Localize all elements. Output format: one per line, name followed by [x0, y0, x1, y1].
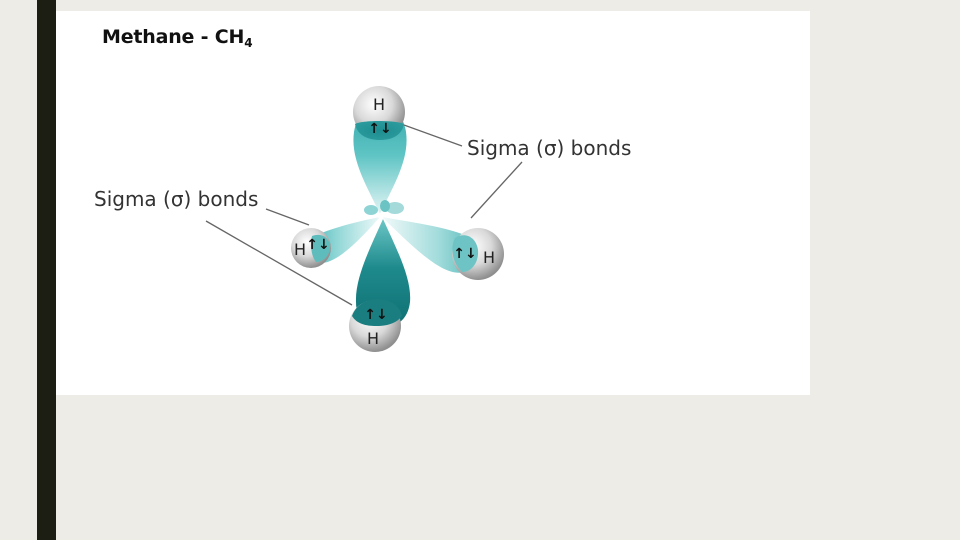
electron-pair-right: ↑↓ [453, 246, 476, 262]
overlap-region-right [452, 235, 479, 272]
overlap-region-top [355, 121, 404, 140]
orbital-back-lobe-left [364, 205, 378, 215]
leader-line-left-lower [205, 220, 353, 306]
hydrogen-label-bottom: H [367, 329, 379, 348]
slide-accent-bar [37, 0, 56, 540]
hydrogen-label-left: H [294, 240, 306, 259]
title-main: Methane - CH [102, 26, 245, 48]
slide-content-card [56, 11, 810, 395]
electron-pair-bottom: ↑↓ [364, 307, 387, 323]
title-subscript: 4 [244, 36, 253, 50]
hydrogen-label-top: H [373, 95, 385, 114]
orbital-back-lobe-right [386, 202, 404, 214]
slide-title: Methane - CH4 [102, 26, 253, 50]
leader-line-right [470, 161, 523, 219]
electron-pair-left: ↑↓ [306, 237, 329, 253]
orbital-lobe-right [382, 217, 476, 273]
overlap-region-left [311, 234, 331, 262]
hydrogen-label-right: H [483, 248, 495, 267]
sigma-bonds-label-left: Sigma (σ) bonds [94, 187, 258, 211]
leader-line-left-upper [265, 208, 310, 226]
carbon-nucleus [378, 213, 384, 219]
orbital-back-lobe-center [380, 200, 390, 212]
electron-pair-top: ↑↓ [368, 121, 391, 137]
sigma-bonds-label-right: Sigma (σ) bonds [467, 136, 631, 160]
leader-line-top [403, 124, 463, 147]
overlap-region-bottom [352, 299, 402, 326]
